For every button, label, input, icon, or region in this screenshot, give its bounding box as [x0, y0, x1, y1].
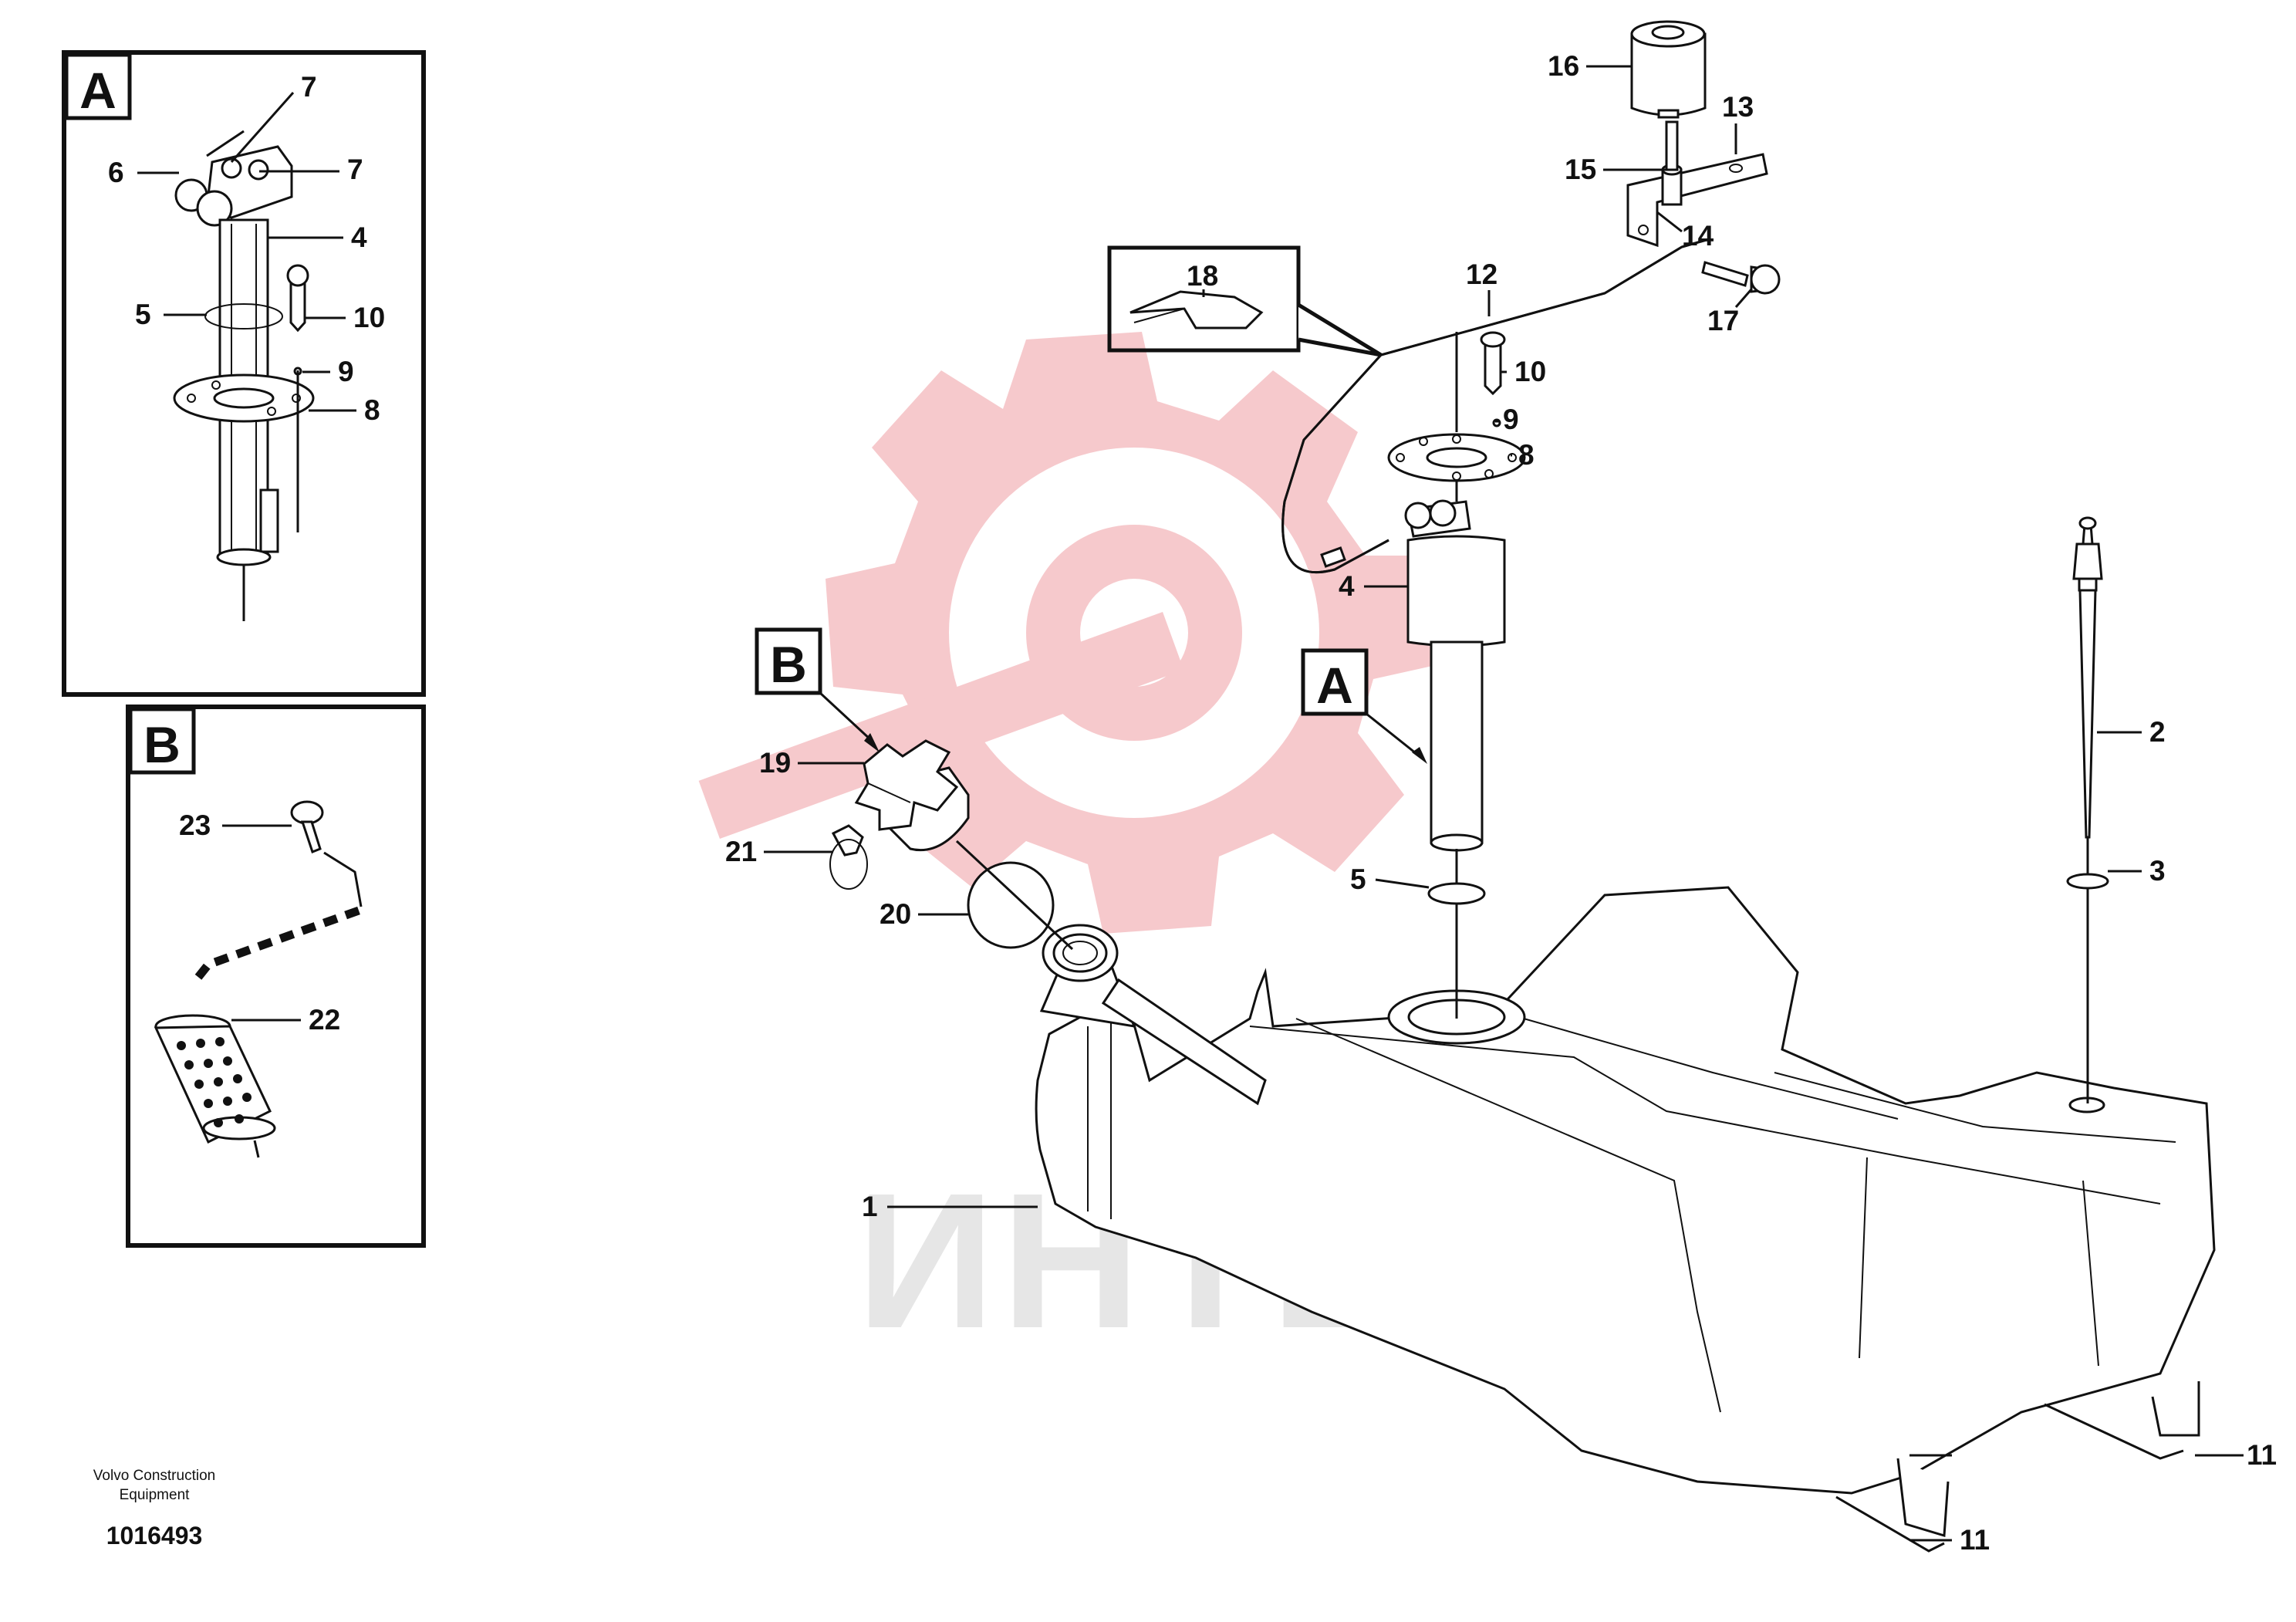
strainer-assembly	[154, 800, 363, 1158]
callout-a-5: 5	[135, 299, 151, 330]
view-label-b: B	[755, 627, 880, 752]
callout-a-7: 7	[347, 154, 363, 185]
detail-box-a-letter: A	[79, 62, 116, 119]
callout-3: 3	[2149, 855, 2166, 887]
detail-box-18: 18	[1107, 245, 1383, 357]
fuel-sender-main	[1387, 331, 1526, 1019]
drawing-number: 1016493	[106, 1522, 203, 1549]
callout-14: 14	[1682, 220, 1714, 252]
callout-11-front: 11	[1960, 1524, 1990, 1556]
detail-box-b-letter: B	[144, 716, 181, 773]
callout-12: 12	[1466, 259, 1497, 290]
svg-text:A: A	[1316, 657, 1353, 714]
callout-19: 19	[759, 747, 791, 779]
drawing-footer: Volvo Construction Equipment 1016493	[54, 1466, 255, 1550]
svg-text:B: B	[770, 636, 807, 693]
callout-a-7-top: 7	[301, 71, 317, 103]
callout-a-6: 6	[108, 157, 124, 188]
callout-18: 18	[1187, 260, 1218, 292]
callout-8: 8	[1518, 439, 1535, 471]
callout-4: 4	[1339, 570, 1355, 602]
callout-13: 13	[1722, 91, 1754, 123]
main-callouts: 1 2 3 4 5 8 9 10 11 11 12 13 14 15 16 17	[725, 50, 2277, 1556]
brand-line-2: Equipment	[119, 1487, 190, 1503]
fuel-tank	[1035, 886, 2216, 1553]
callout-17: 17	[1707, 305, 1739, 336]
callout-21: 21	[725, 836, 757, 867]
view-label-a: A	[1301, 648, 1427, 764]
callout-15: 15	[1565, 154, 1596, 185]
callout-5: 5	[1350, 863, 1366, 895]
callout-a-4: 4	[351, 221, 367, 253]
callout-b-22: 22	[309, 1004, 340, 1036]
fuel-sender-unit	[173, 145, 315, 621]
callout-11-right: 11	[2247, 1439, 2277, 1471]
filler-cap-assembly	[829, 739, 1074, 951]
callout-a-10: 10	[353, 302, 385, 333]
brand-line-1: Volvo Construction	[93, 1468, 216, 1484]
callout-16: 16	[1548, 50, 1579, 82]
dipstick-assembly	[2066, 516, 2109, 1103]
callout-20: 20	[880, 898, 911, 930]
callout-9: 9	[1503, 404, 1519, 435]
callout-2: 2	[2149, 716, 2166, 748]
callout-a-8: 8	[364, 394, 380, 426]
detail-box-b: B 23 22	[126, 705, 426, 1248]
callout-1: 1	[862, 1191, 878, 1222]
vent-pipe-assembly	[1281, 20, 1781, 574]
watermark-logo	[698, 332, 1443, 934]
callout-a-9: 9	[338, 356, 354, 387]
callout-b-23: 23	[179, 809, 211, 841]
callout-10: 10	[1514, 356, 1546, 387]
detail-box-a: A 7 6 7	[62, 50, 426, 697]
